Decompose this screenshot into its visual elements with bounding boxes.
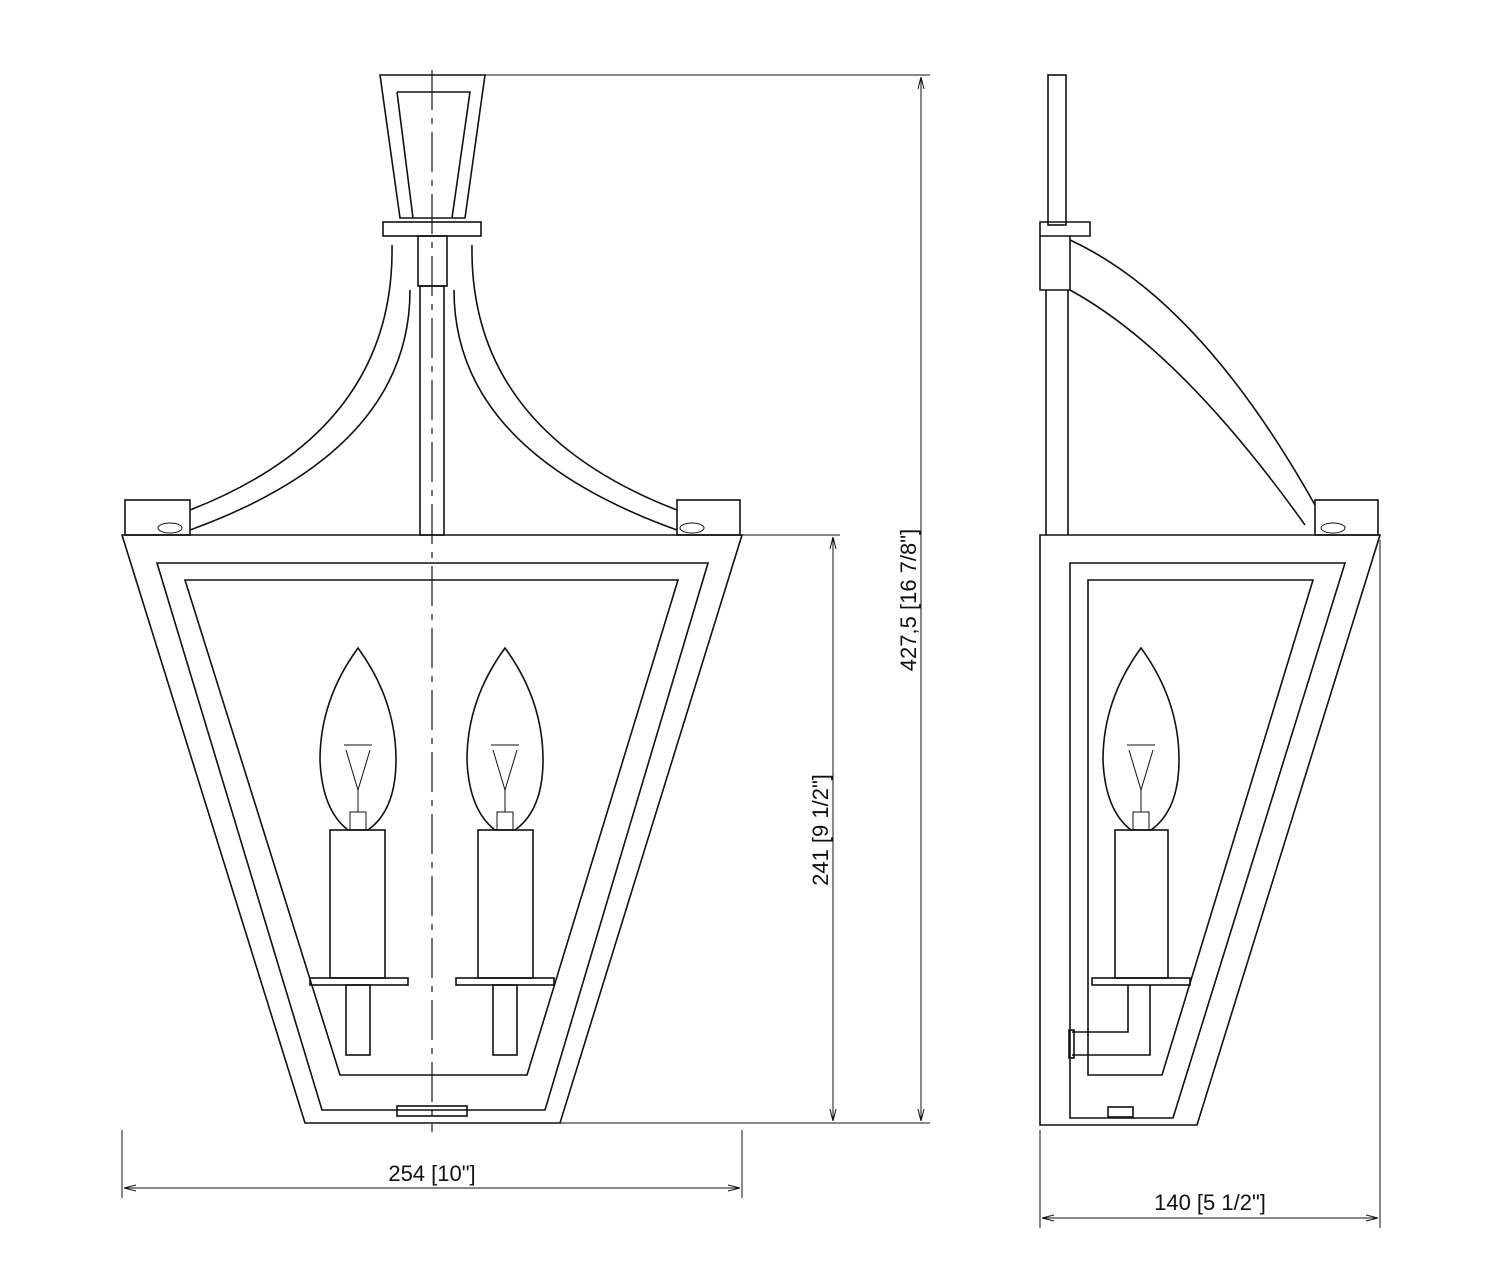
- left-candle: [309, 646, 409, 1056]
- right-arm: [453, 244, 678, 531]
- side-body: [1039, 534, 1382, 1126]
- right-finial-box: [676, 499, 741, 536]
- side-arm: [1069, 239, 1316, 526]
- side-frame-inner: [1069, 562, 1347, 1119]
- left-finial-box: [124, 499, 191, 536]
- side-dimensions: 140 [5 1/2"]: [1039, 540, 1381, 1228]
- side-bracket: [1039, 221, 1091, 291]
- side-stem: [1047, 74, 1067, 226]
- glass-panel: [183, 579, 680, 1076]
- depth-label: 140 [5 1/2"]: [1154, 1190, 1266, 1215]
- width-label: 254 [10"]: [388, 1161, 475, 1186]
- front-view: [120, 70, 744, 1132]
- side-view: [1039, 74, 1382, 1126]
- canopy: [379, 74, 486, 219]
- body-height-label: 241 [9 1/2"]: [808, 774, 833, 886]
- side-candle: [1068, 646, 1191, 1059]
- right-candle: [455, 646, 555, 1056]
- left-arm: [189, 244, 411, 531]
- front-dimensions: 241 [9 1/2"] 427,5 [16 7/8"] 254 [10"]: [121, 74, 930, 1198]
- side-glass-panel: [1087, 579, 1315, 1076]
- overall-height-label: 427,5 [16 7/8"]: [896, 529, 921, 671]
- frame-inner: [155, 562, 710, 1111]
- side-finial-box: [1314, 499, 1379, 536]
- side-rod: [1045, 290, 1069, 535]
